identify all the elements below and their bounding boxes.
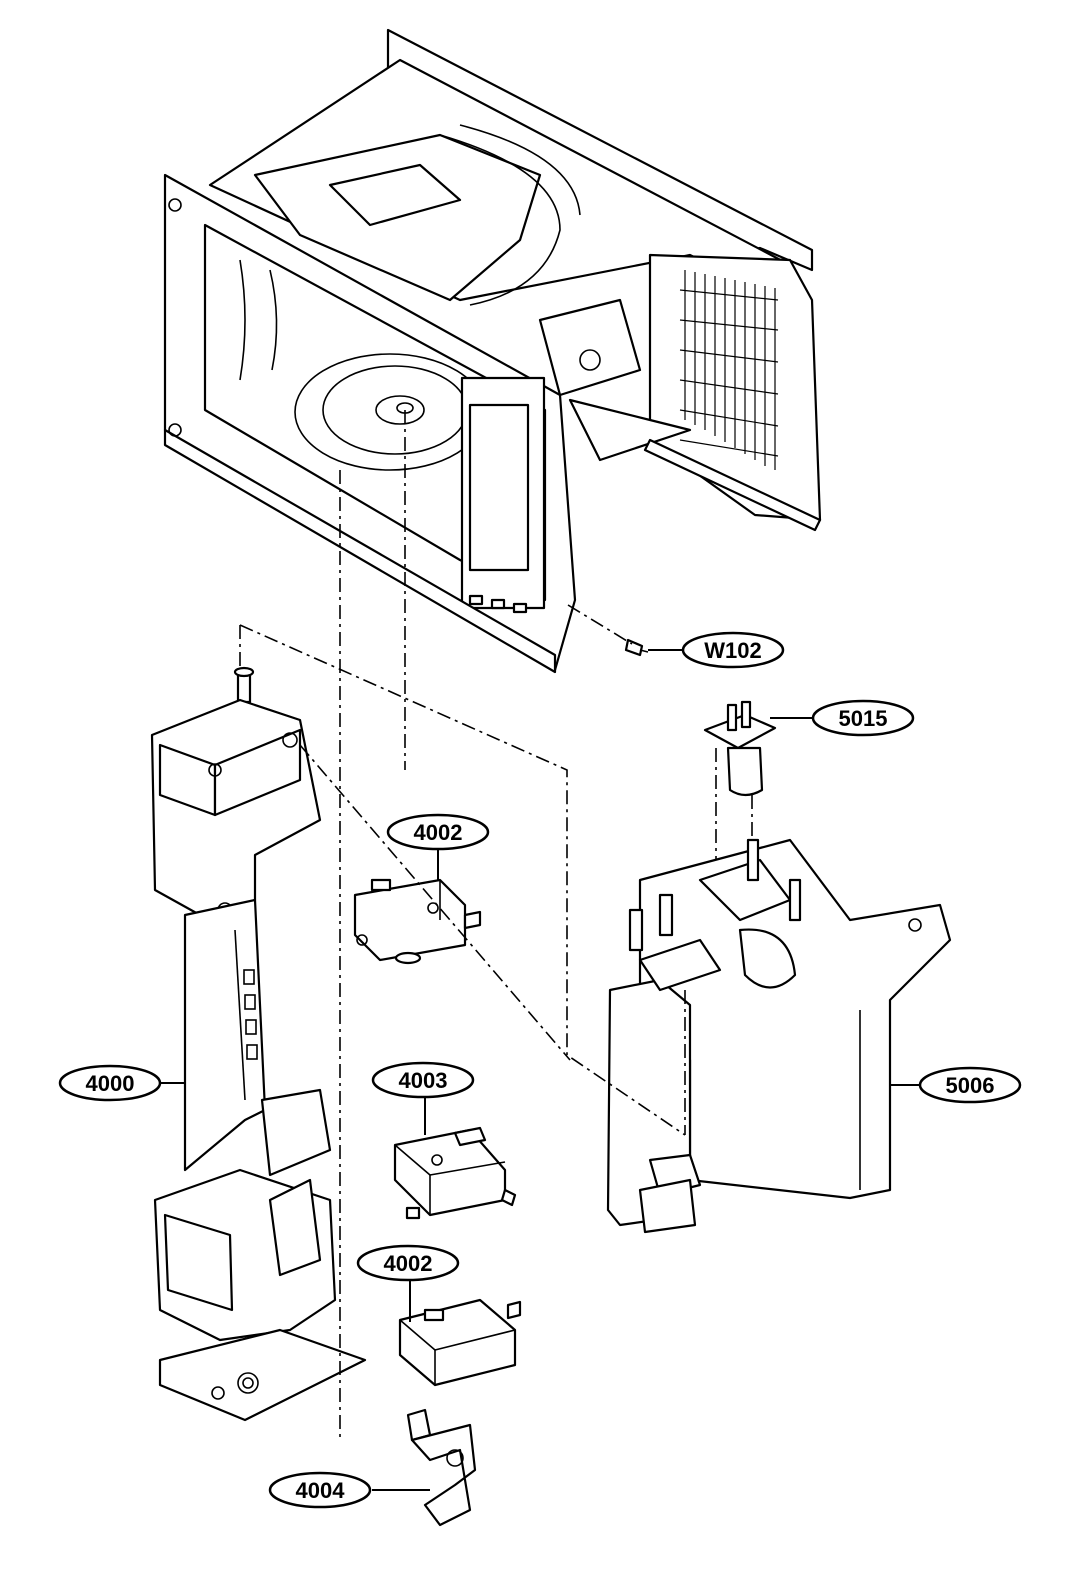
lamp-socket-5015 — [703, 700, 777, 870]
screw-w102 — [567, 604, 649, 657]
callout-4002-top: 4002 — [386, 813, 490, 851]
switch-4003 — [393, 1126, 517, 1220]
callout-w102-label: W102 — [704, 638, 761, 663]
callout-4002-top-label: 4002 — [414, 820, 463, 845]
callout-4003: 4003 — [371, 1061, 475, 1099]
callout-4002-bottom-label: 4002 — [384, 1251, 433, 1276]
switch-4002-top — [353, 878, 482, 965]
latch-holder-4000 — [150, 666, 367, 1422]
callout-5015-label: 5015 — [839, 706, 888, 731]
callout-4003-label: 4003 — [399, 1068, 448, 1093]
switch-4002-bottom — [398, 1298, 522, 1387]
microwave-cavity-assembly — [163, 28, 822, 674]
callout-4004-label: 4004 — [296, 1478, 346, 1503]
callout-5006-label: 5006 — [946, 1073, 995, 1098]
leader-lines — [161, 649, 920, 1491]
callout-4004: 4004 — [268, 1471, 372, 1509]
bracket-5006 — [606, 838, 952, 1234]
lever-4004 — [406, 1408, 477, 1527]
callout-4000-label: 4000 — [86, 1071, 135, 1096]
callout-w102: W102 — [681, 631, 785, 669]
ventilation-grill — [679, 270, 779, 470]
assembly-lines — [239, 410, 686, 1440]
callout-5006: 5006 — [918, 1066, 1022, 1104]
callout-4000: 4000 — [58, 1064, 162, 1102]
callout-5015: 5015 — [811, 699, 915, 737]
callout-4002-bottom: 4002 — [356, 1244, 460, 1282]
